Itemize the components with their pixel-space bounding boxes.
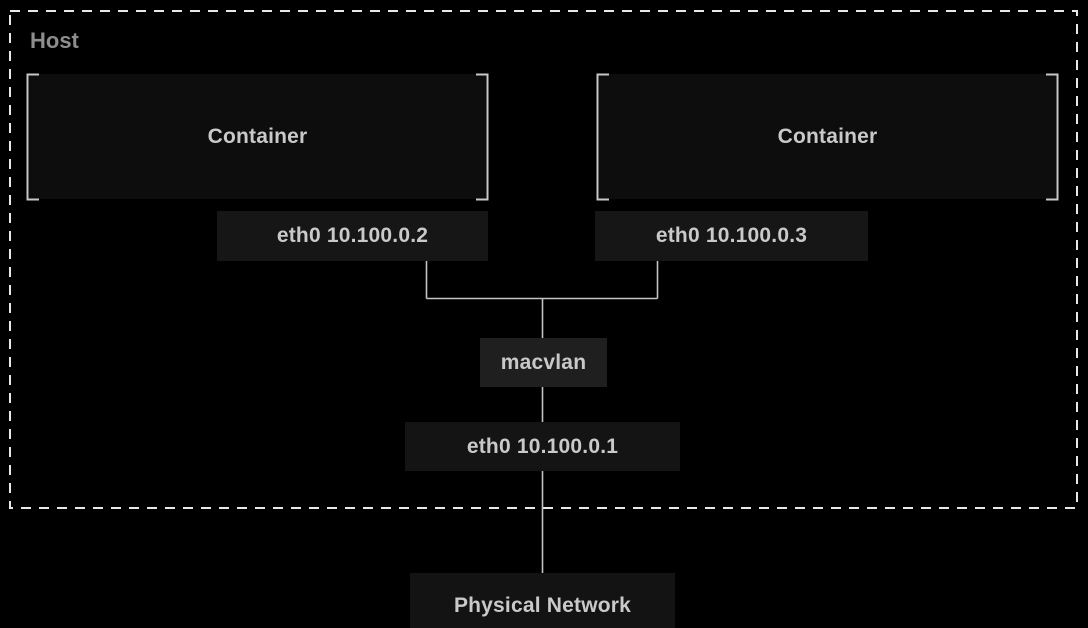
host-eth0-text: eth0 10.100.0.1 bbox=[466, 434, 619, 458]
container-1-node: Container bbox=[29, 74, 486, 199]
host-eth0-label: eth0 10.100.0.1 bbox=[405, 422, 680, 471]
container-2-node: Container bbox=[599, 74, 1056, 199]
container-1-eth0-label: eth0 10.100.0.2 bbox=[217, 211, 488, 261]
container-1-label: Container bbox=[207, 124, 308, 148]
container-1-bracket-left bbox=[26, 73, 39, 201]
macvlan-label: macvlan bbox=[500, 350, 587, 374]
physical-network-node: Physical Network bbox=[410, 573, 675, 628]
container-2-eth0-label: eth0 10.100.0.3 bbox=[595, 211, 868, 261]
container-2-bracket-right bbox=[1046, 73, 1059, 201]
container-2-label: Container bbox=[777, 124, 878, 148]
container-2-eth0-text: eth0 10.100.0.3 bbox=[655, 224, 808, 247]
container-2-bracket-left bbox=[596, 73, 609, 201]
physical-network-label: Physical Network bbox=[453, 594, 632, 617]
host-label: Host bbox=[30, 28, 79, 53]
macvlan-node: macvlan bbox=[480, 338, 607, 387]
container-1-eth0-text: eth0 10.100.0.2 bbox=[276, 224, 429, 247]
container-1-bracket-right bbox=[476, 73, 489, 201]
host-boundary-border bbox=[9, 10, 1078, 509]
